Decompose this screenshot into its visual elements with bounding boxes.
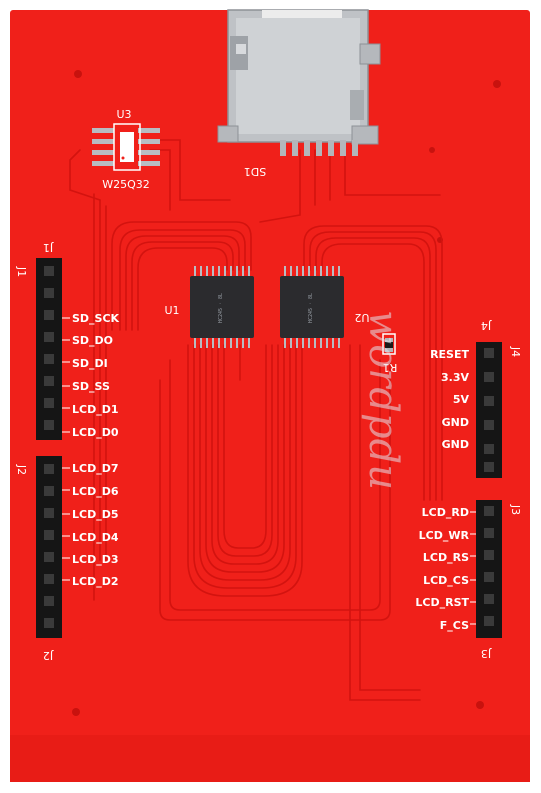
ic-u2-marking: HC245 · 8L [308,293,314,323]
sd-card-slot [217,9,381,156]
ic-u2-ref: U2 [354,311,369,324]
header-j1 [36,258,62,440]
ic-u2: HC245 · 8L [280,266,344,348]
ic-u1: HC245 · 8L [190,266,254,348]
header-j1-ref-top: J1 [43,241,54,254]
pin-label: LCD_RST [415,596,469,609]
header-j3-pin-labels: LCD_RD LCD_WR LCD_RS LCD_CS LCD_RST F_CS [415,506,469,632]
header-j2-ref-bottom: J2 [43,649,54,662]
flash-part-number: W25Q32 [102,178,150,191]
resistor-ref: R1 [383,361,398,374]
header-j2 [36,456,62,638]
header-j3-ref-bottom: J3 [481,647,492,660]
flash-chip: U3 W25Q32 [92,108,160,191]
pin-label: LCD_WR [419,529,470,542]
header-j4 [476,342,502,478]
header-j4-pin-labels: RESET 3.3V 5V GND GND [430,348,469,451]
ic-u1-marking: HC245 · 8L [218,293,224,323]
pin-label: GND [442,416,469,429]
pin-label: 5V [453,393,470,406]
silkscreen-lines [62,317,476,625]
resistor-r1 [382,333,396,355]
pin-label: LCD_RS [423,551,469,564]
pin-label: RESET [430,348,469,361]
header-j2-ref-top: J2 [15,464,28,475]
pin-label: LCD_D5 [72,508,119,521]
copper-traces [69,139,443,701]
ic-u1-ref: U1 [164,304,179,317]
header-j2-pin-labels: LCD_D7 LCD_D6 LCD_D5 LCD_D4 LCD_D3 LCD_D… [72,462,119,588]
pin-label: LCD_D7 [72,462,119,475]
pin-label: LCD_D3 [72,553,119,566]
pin-label: LCD_D6 [72,485,119,498]
header-j4-ref-top: J4 [481,319,492,332]
header-j1-ref-side: J1 [15,266,28,277]
pcb-bottom-shade [10,735,530,782]
pin-label: LCD_D0 [72,426,119,439]
pin-label: LCD_D1 [72,403,119,416]
watermark: wordpdu [360,310,406,490]
header-j1-pin-labels: SD_SCK SD_DO SD_DI SD_SS LCD_D1 LCD_D0 [72,312,120,439]
pin-label: SD_SCK [72,312,120,325]
pin-label: SD_DO [72,334,113,347]
pcb-board [10,10,530,782]
pin-label: LCD_D4 [72,531,119,544]
pin-label: LCD_D2 [72,575,119,588]
pin-label: GND [442,438,469,451]
pin-label: 3.3V [441,371,469,384]
via-dots [72,70,501,716]
pin-label: LCD_RD [422,506,469,519]
header-j3 [476,500,502,638]
header-j4-ref-side: J4 [509,346,522,357]
pin-label: F_CS [440,619,469,632]
pin-label: SD_DI [72,357,108,370]
sd-slot-ref: SD1 [244,165,266,178]
flash-ref: U3 [116,108,131,121]
pin-label: SD_SS [72,380,110,393]
header-j3-ref-top: J3 [509,504,522,515]
pin-label: LCD_CS [423,574,469,587]
